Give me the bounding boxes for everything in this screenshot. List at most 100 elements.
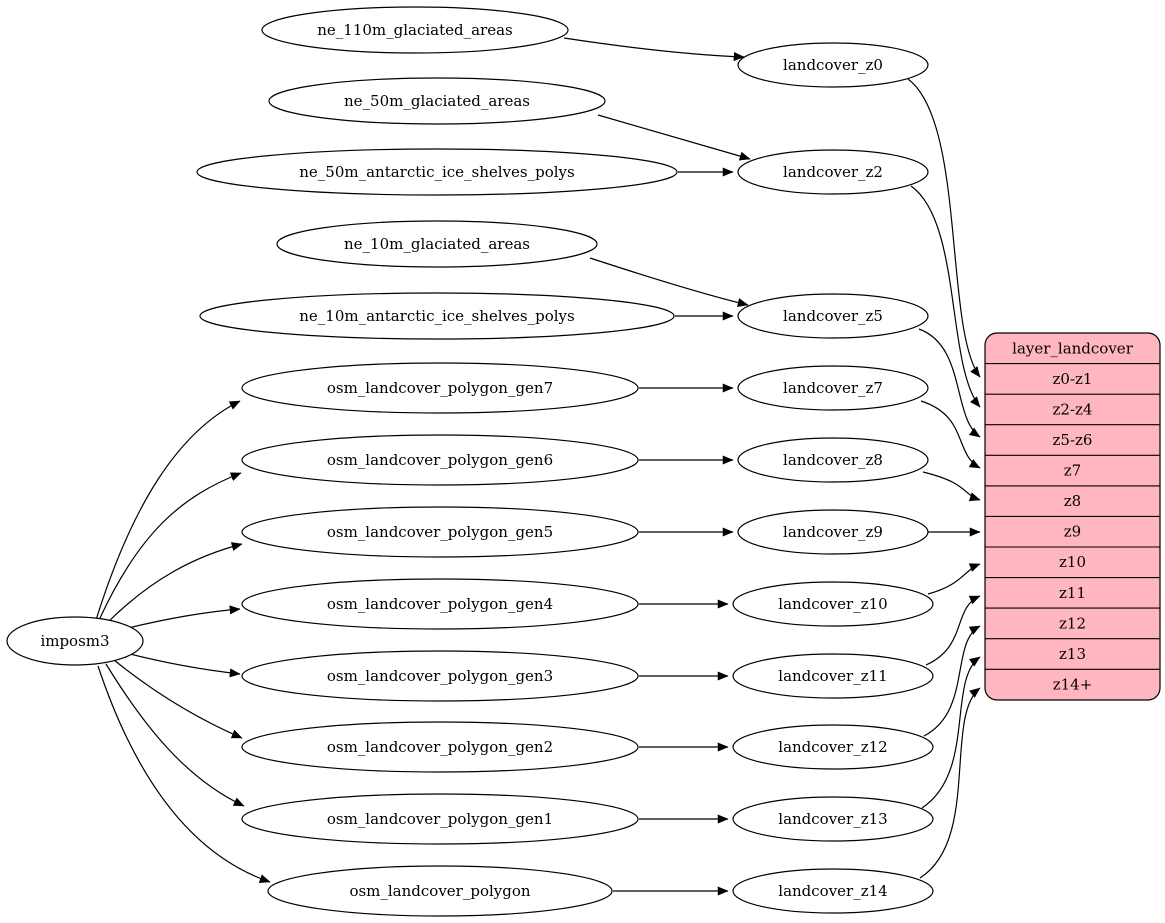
node-landcover-z9: landcover_z9 <box>737 509 929 555</box>
landcover-z9-label: landcover_z9 <box>783 523 883 541</box>
record-row-z0-z1: z0-z1 <box>1053 370 1093 388</box>
edge-z13-row-z13 <box>921 656 981 809</box>
osm-landcover-polygon-gen5-label: osm_landcover_polygon_gen5 <box>327 523 553 541</box>
landcover-z7-ellipse <box>737 365 929 411</box>
ne-10m-antarctic-ice-shelves-polys-ellipse <box>199 292 675 340</box>
node-landcover-z0: landcover_z0 <box>737 42 929 88</box>
landcover-z0-label: landcover_z0 <box>783 56 883 74</box>
node-landcover-z14: landcover_z14 <box>732 868 934 914</box>
edge-imposm3-gen2 <box>113 659 243 739</box>
node-osm-landcover-polygon-gen2: osm_landcover_polygon_gen2 <box>241 721 639 773</box>
node-landcover-z8: landcover_z8 <box>737 437 929 483</box>
edges-sources-to-landcover <box>563 37 751 896</box>
ne-50m-antarctic-ice-shelves-polys-ellipse <box>196 148 678 196</box>
node-landcover-z2: landcover_z2 <box>737 149 929 195</box>
edge-imposm3-gen3 <box>121 651 241 678</box>
record-row-z14plus: z14+ <box>1053 676 1093 694</box>
landcover-z8-ellipse <box>737 437 929 483</box>
node-imposm3: imposm3 <box>6 616 144 666</box>
record-row-z2-z4: z2-z4 <box>1053 401 1093 419</box>
edge-imposm3-gen6 <box>99 472 242 619</box>
node-ne-50m-antarctic-ice-shelves-polys: ne_50m_antarctic_ice_shelves_polys <box>196 148 678 196</box>
osm-landcover-polygon-gen1-ellipse <box>241 793 639 845</box>
edge-z2-row-z2z4 <box>910 185 981 408</box>
node-osm-landcover-polygon-gen5: osm_landcover_polygon_gen5 <box>241 506 639 558</box>
node-landcover-z13: landcover_z13 <box>732 796 934 842</box>
node-osm-landcover-polygon-gen3: osm_landcover_polygon_gen3 <box>241 650 639 702</box>
record-row-z10: z10 <box>1059 553 1086 571</box>
landcover-z10-ellipse <box>732 581 934 627</box>
osm-landcover-polygon-ellipse <box>267 865 613 917</box>
osm-landcover-polygon-gen2-label: osm_landcover_polygon_gen2 <box>327 738 553 756</box>
edge-z7-row-z7 <box>920 400 981 469</box>
ne-50m-antarctic-ice-shelves-polys-label: ne_50m_antarctic_ice_shelves_polys <box>299 163 574 181</box>
node-ne-10m-antarctic-ice-shelves-polys: ne_10m_antarctic_ice_shelves_polys <box>199 292 675 340</box>
edge-z5-row-z5z6 <box>918 328 981 438</box>
edge-ne110m-z0 <box>563 37 745 62</box>
node-landcover-z7: landcover_z7 <box>737 365 929 411</box>
landcover-z10-label: landcover_z10 <box>778 595 887 613</box>
osm-landcover-polygon-gen2-ellipse <box>241 721 639 773</box>
edge-ne10m-glaciated-z5 <box>589 257 749 308</box>
osm-landcover-polygon-gen7-ellipse <box>241 362 639 414</box>
node-landcover-z11: landcover_z11 <box>732 653 934 699</box>
landcover-z9-ellipse <box>737 509 929 555</box>
node-osm-landcover-polygon-gen6: osm_landcover_polygon_gen6 <box>241 434 639 486</box>
ne-10m-glaciated-areas-label: ne_10m_glaciated_areas <box>344 235 530 253</box>
ne-110m-glaciated-areas-label: ne_110m_glaciated_areas <box>317 21 513 39</box>
landcover-z11-label: landcover_z11 <box>778 667 887 685</box>
landcover-z2-label: landcover_z2 <box>783 163 883 181</box>
landcover-z12-label: landcover_z12 <box>778 738 887 756</box>
edge-imposm3-gen7 <box>95 400 241 621</box>
landcover-z7-label: landcover_z7 <box>783 379 883 397</box>
node-osm-landcover-polygon: osm_landcover_polygon <box>267 865 613 917</box>
edge-z12-row-z12 <box>923 625 981 737</box>
osm-landcover-polygon-gen1-label: osm_landcover_polygon_gen1 <box>327 810 553 828</box>
osm-landcover-polygon-gen3-ellipse <box>241 650 639 702</box>
node-ne-110m-glaciated-areas: ne_110m_glaciated_areas <box>261 6 569 54</box>
record-row-z7: z7 <box>1064 462 1081 480</box>
landcover-z8-label: landcover_z8 <box>783 451 883 469</box>
ne-50m-glaciated-areas-label: ne_50m_glaciated_areas <box>344 92 530 110</box>
node-landcover-z5: landcover_z5 <box>737 293 929 339</box>
node-osm-landcover-polygon-gen4: osm_landcover_polygon_gen4 <box>241 578 639 630</box>
osm-landcover-polygon-gen6-ellipse <box>241 434 639 486</box>
osm-landcover-polygon-gen3-label: osm_landcover_polygon_gen3 <box>327 667 553 685</box>
node-landcover-z12: landcover_z12 <box>732 724 934 770</box>
node-osm-landcover-polygon-gen7: osm_landcover_polygon_gen7 <box>241 362 639 414</box>
node-ne-50m-glaciated-areas: ne_50m_glaciated_areas <box>268 77 606 125</box>
landcover-z14-ellipse <box>732 868 934 914</box>
osm-landcover-polygon-gen7-label: osm_landcover_polygon_gen7 <box>327 379 553 397</box>
ne-50m-glaciated-areas-ellipse <box>268 77 606 125</box>
landcover-z13-ellipse <box>732 796 934 842</box>
record-row-z13: z13 <box>1059 645 1086 663</box>
edge-imposm3-polygon <box>97 665 271 883</box>
landcover-z0-ellipse <box>737 42 929 88</box>
ne-110m-glaciated-areas-ellipse <box>261 6 569 54</box>
landcover-z11-ellipse <box>732 653 934 699</box>
landcover-z5-ellipse <box>737 293 929 339</box>
imposm3-ellipse <box>6 616 144 666</box>
node-layer-landcover-record: layer_landcover z0-z1 z2-z4 z5-z6 z7 z8 … <box>984 332 1161 701</box>
landcover-z5-label: landcover_z5 <box>783 307 883 325</box>
edge-imposm3-gen1 <box>105 663 245 807</box>
edges-landcover-to-record <box>907 78 981 879</box>
osm-landcover-polygon-gen6-label: osm_landcover_polygon_gen6 <box>327 451 553 469</box>
edge-z14-row-z14plus <box>919 687 981 879</box>
landcover-z13-label: landcover_z13 <box>778 810 887 828</box>
node-landcover-z10: landcover_z10 <box>732 581 934 627</box>
edge-z8-row-z8 <box>922 471 981 502</box>
record-row-z8: z8 <box>1064 492 1081 510</box>
osm-landcover-polygon-gen4-label: osm_landcover_polygon_gen4 <box>327 595 553 613</box>
osm-landcover-polygon-label: osm_landcover_polygon <box>349 882 530 900</box>
ne-10m-antarctic-ice-shelves-polys-label: ne_10m_antarctic_ice_shelves_polys <box>299 307 574 325</box>
osm-landcover-polygon-gen4-ellipse <box>241 578 639 630</box>
landcover-z2-ellipse <box>737 149 929 195</box>
edge-imposm3-gen4 <box>119 605 241 631</box>
ne-10m-glaciated-areas-ellipse <box>276 220 598 268</box>
edge-z11-row-z11 <box>925 595 981 666</box>
record-row-z12: z12 <box>1059 615 1086 633</box>
node-osm-landcover-polygon-gen1: osm_landcover_polygon_gen1 <box>241 793 639 845</box>
